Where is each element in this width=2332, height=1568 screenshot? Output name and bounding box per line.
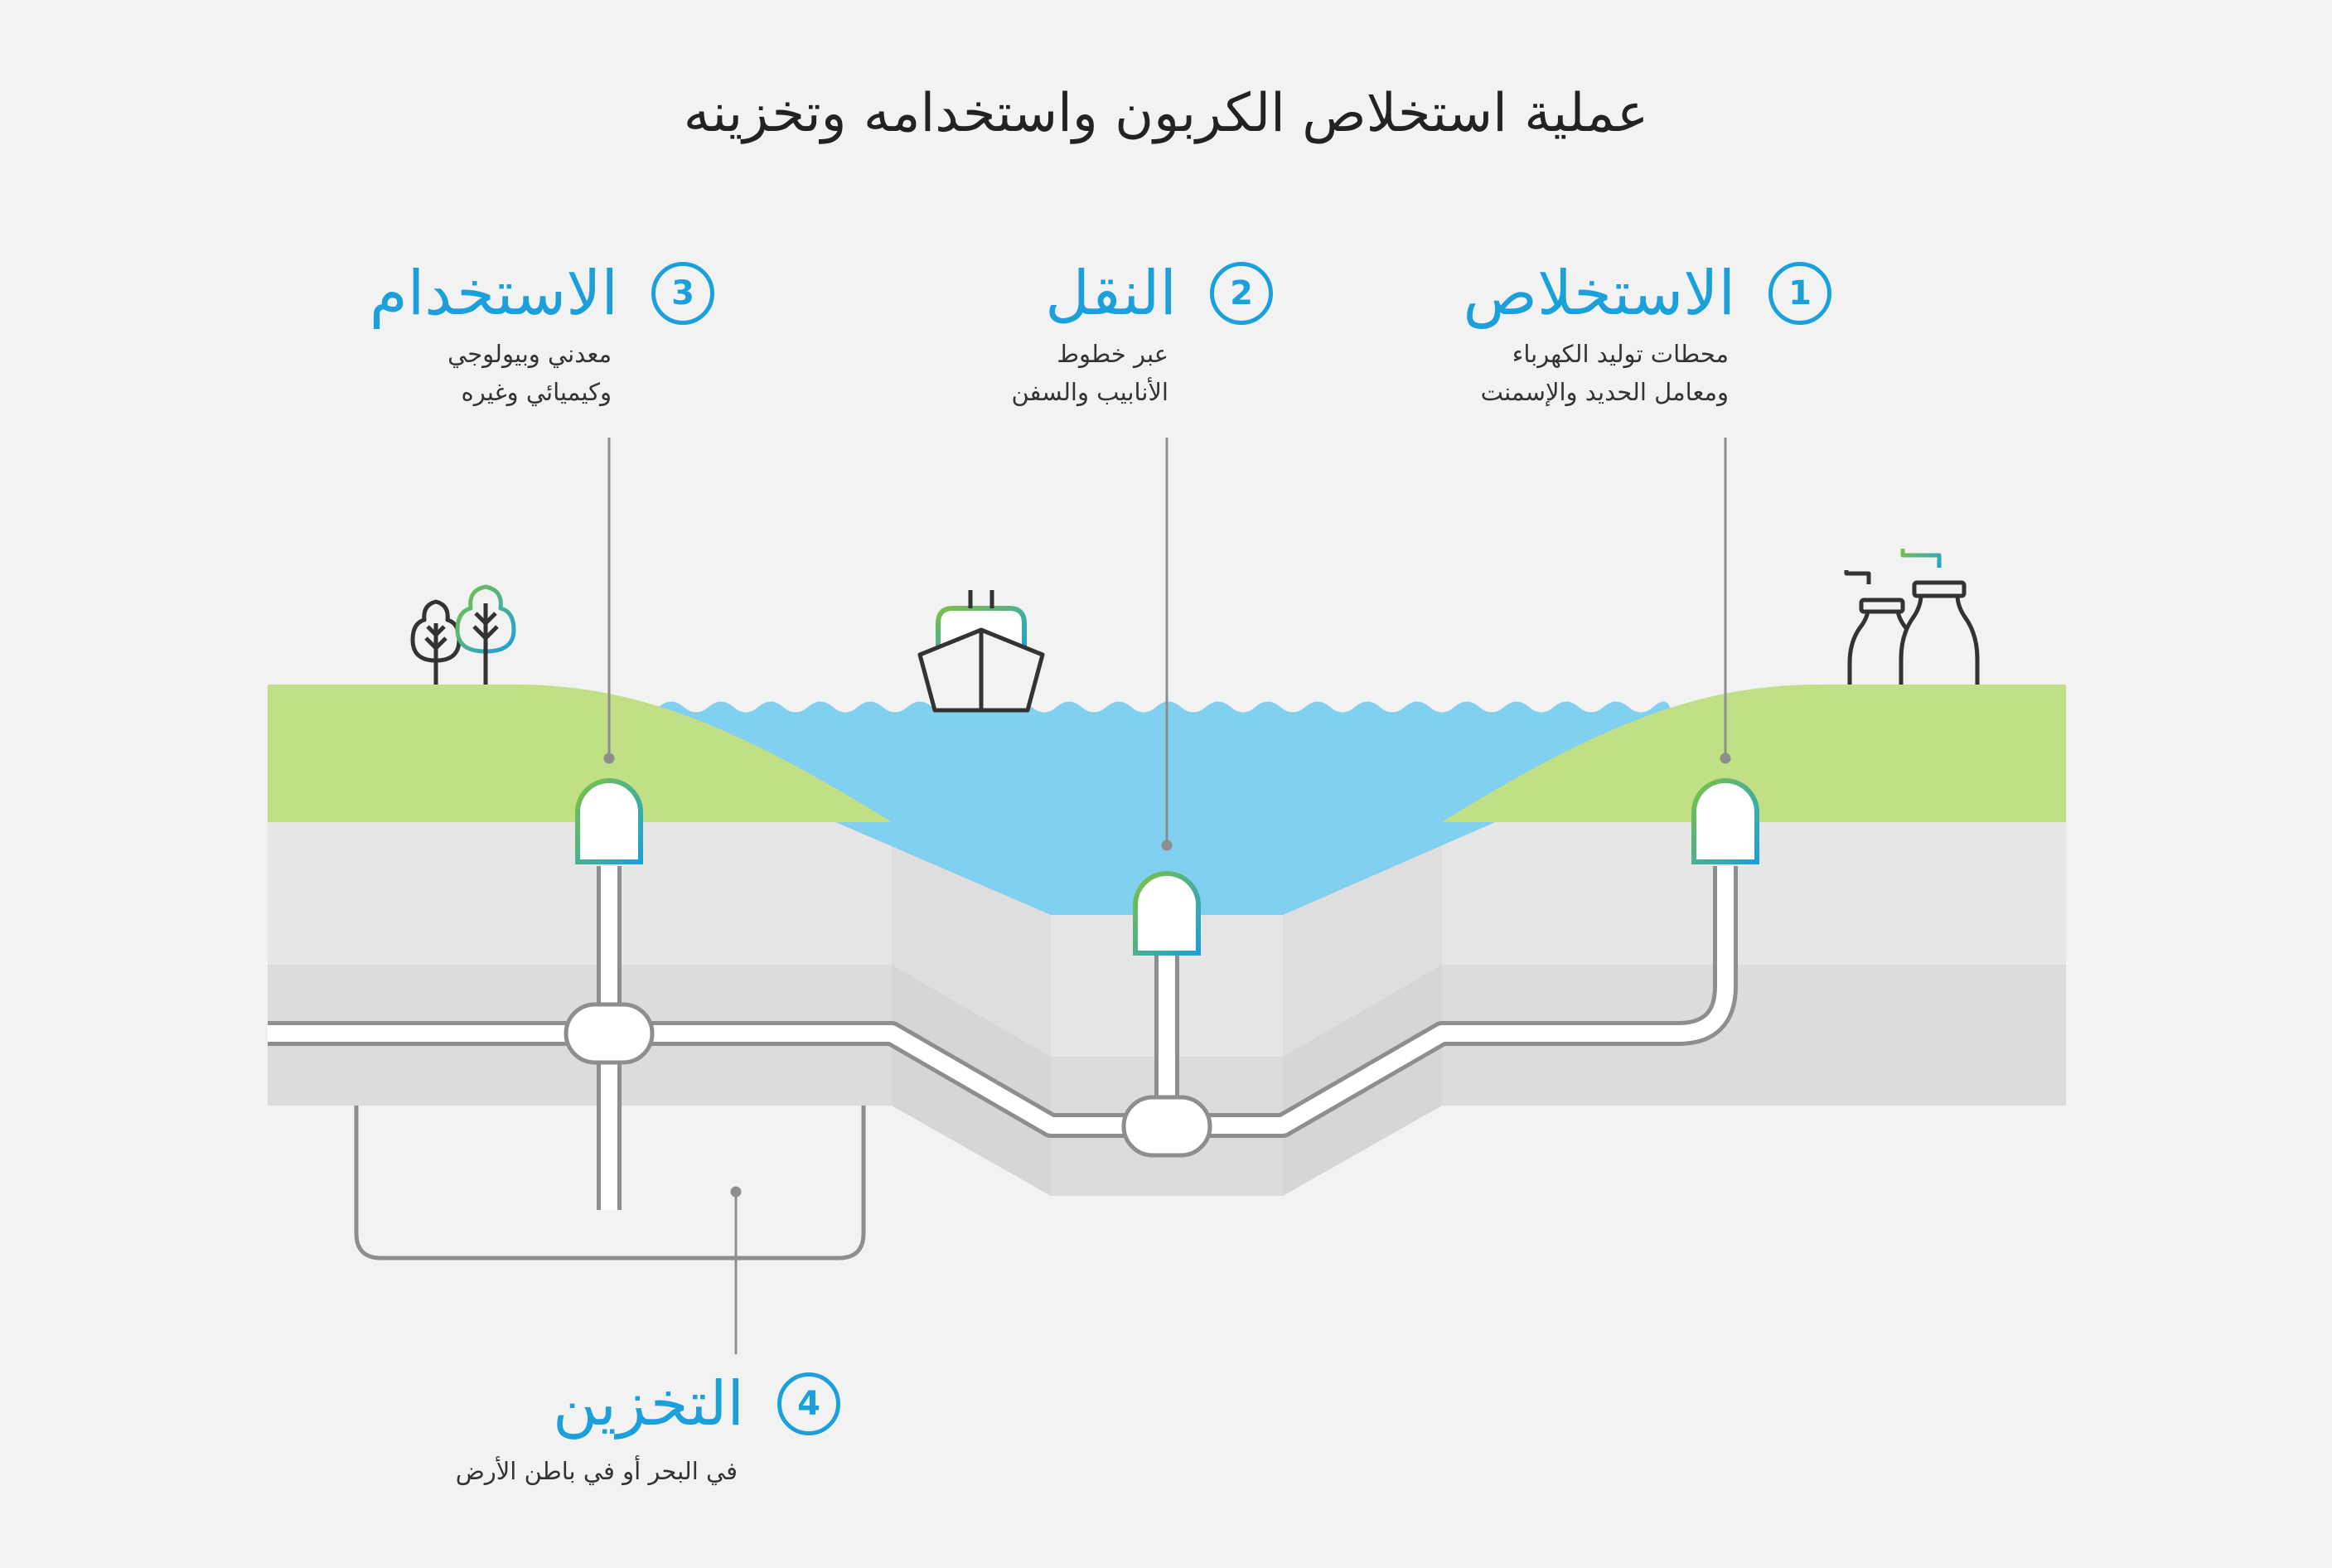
step-storage-description: في البحر أو في باطن الأرض — [456, 1452, 738, 1490]
description-line: في البحر أو في باطن الأرض — [455, 1457, 738, 1485]
junction-left — [564, 1002, 655, 1065]
step-storage-header: 4 التخزين — [553, 1372, 840, 1435]
water-body — [659, 701, 1670, 915]
land-right — [1442, 685, 2066, 822]
page-title: عملية استخلاص الكربون واستخدامه وتخزينه — [683, 83, 1649, 144]
factory-icon — [1844, 549, 1980, 685]
step-title: الاستخدام — [369, 258, 618, 329]
step-number-badge: 3 — [651, 262, 714, 325]
step-number-badge: 2 — [1210, 262, 1273, 325]
step-capture-description: محطات توليد الكهرباء ومعامل الحديد والإس… — [1481, 335, 1729, 412]
description-line: الأنابيب والسفن — [1011, 378, 1168, 407]
junction-center — [1121, 1095, 1212, 1158]
land-left — [268, 685, 892, 822]
trees-icon — [410, 584, 516, 685]
description-line: معدني وبيولوجي — [448, 340, 612, 368]
description-line: محطات توليد الكهرباء — [1512, 340, 1729, 368]
step-title: التخزين — [553, 1368, 744, 1440]
step-number-badge: 1 — [1768, 262, 1831, 325]
step-capture-header: 1 الاستخلاص — [1464, 262, 1831, 325]
step-transport-header: 2 النقل — [1045, 262, 1273, 325]
step-number-badge: 4 — [777, 1372, 840, 1435]
step-transport-description: عبر خطوط الأنابيب والسفن — [1011, 335, 1168, 412]
leader-lines — [603, 438, 1731, 1354]
step-utilization-description: معدني وبيولوجي وكيميائي وغيره — [448, 335, 612, 412]
description-line: ومعامل الحديد والإسمنت — [1480, 378, 1729, 407]
description-line: عبر خطوط — [1057, 340, 1168, 368]
storage-loop — [354, 1106, 866, 1261]
capsule-marker-icon — [1133, 871, 1201, 956]
step-utilization-header: 3 الاستخدام — [370, 262, 714, 325]
capsule-marker-icon — [1691, 778, 1759, 864]
capsule-marker-icon — [575, 778, 643, 864]
description-line: وكيميائي وغيره — [461, 378, 612, 407]
ship-icon — [917, 590, 1045, 713]
step-title: النقل — [1045, 258, 1177, 329]
step-title: الاستخلاص — [1463, 258, 1735, 329]
